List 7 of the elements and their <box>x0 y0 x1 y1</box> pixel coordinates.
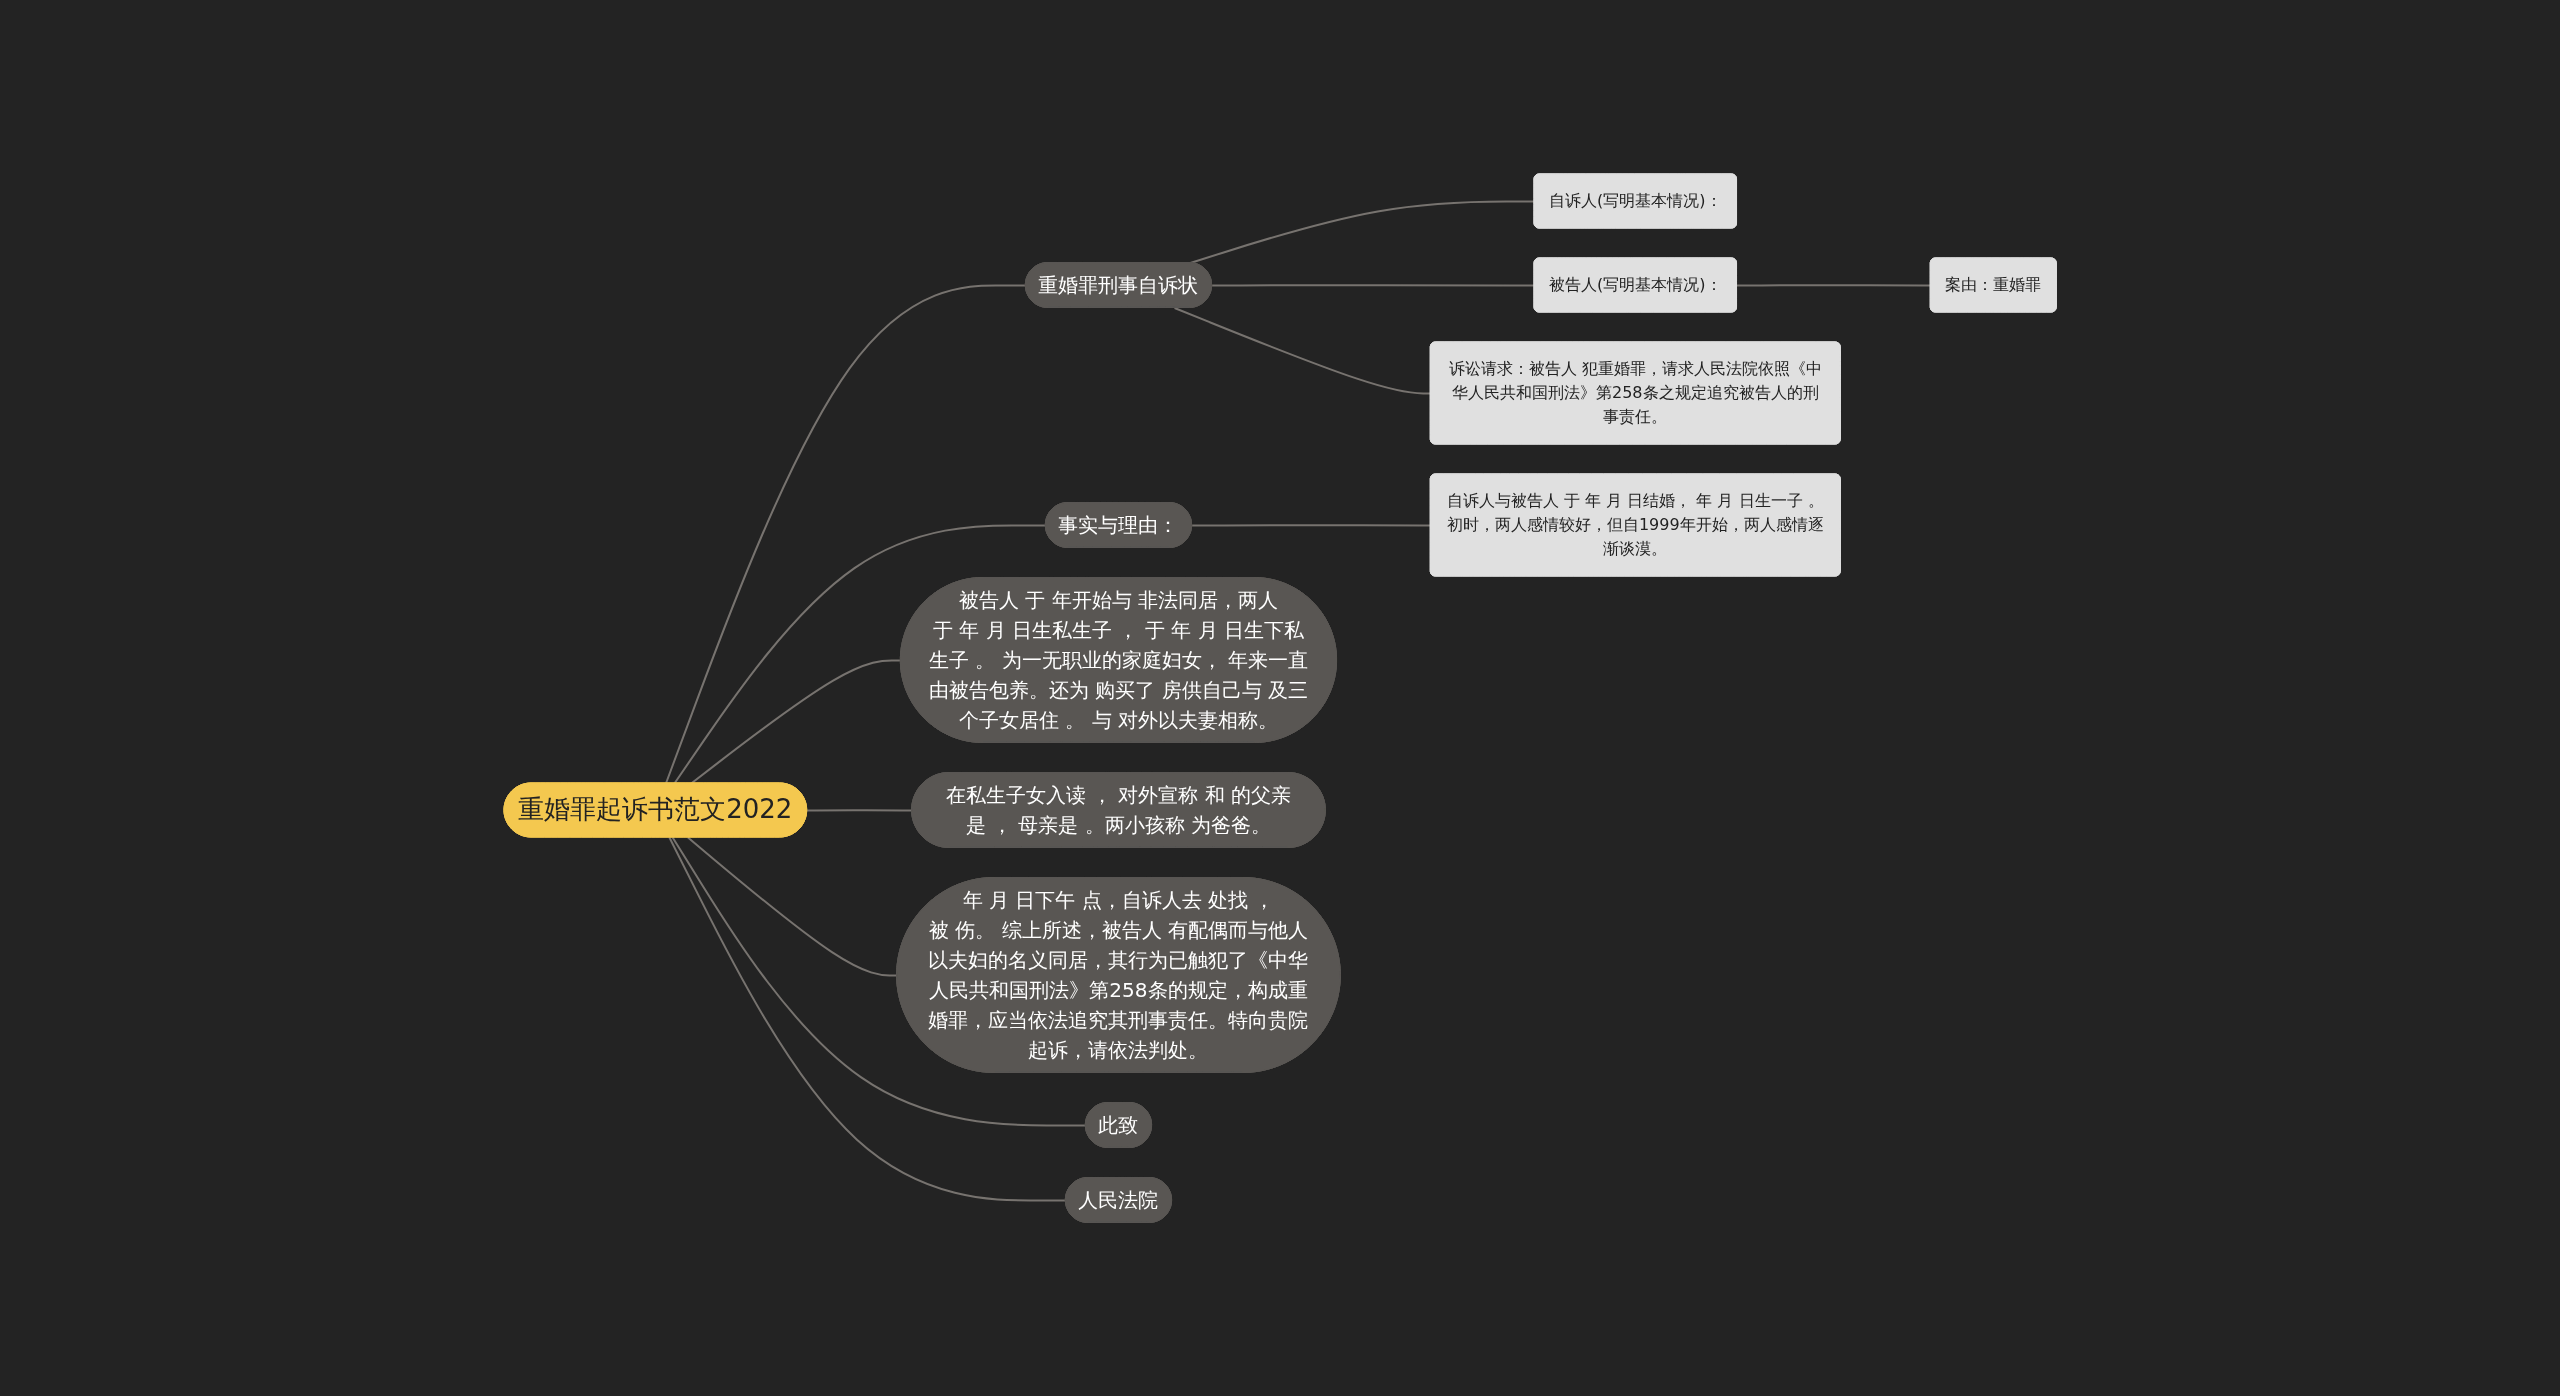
connector <box>1173 306 1432 395</box>
connector <box>668 836 1067 1202</box>
connector <box>671 836 1087 1127</box>
connector <box>1735 283 1932 287</box>
connector <box>686 836 898 977</box>
connector <box>806 808 913 812</box>
connector <box>1190 523 1432 527</box>
